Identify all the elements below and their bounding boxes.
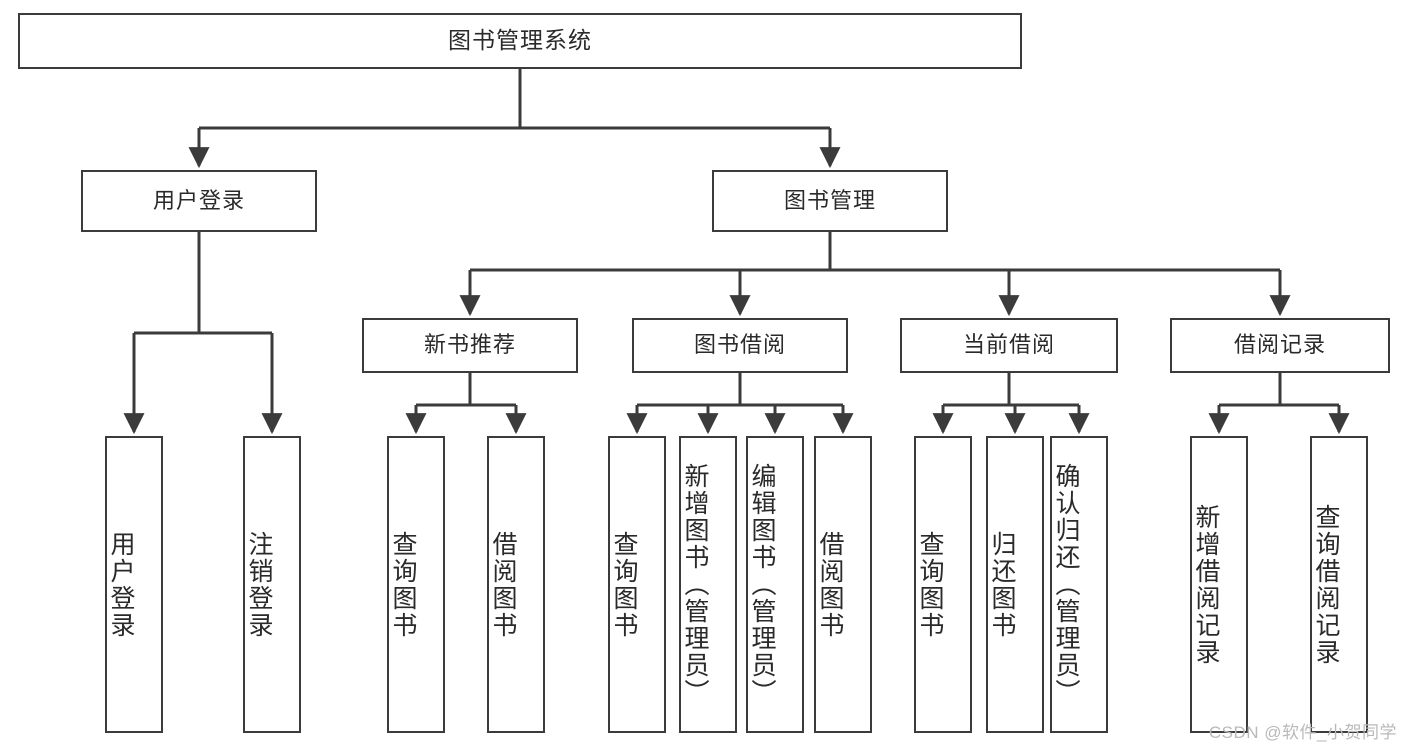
level3-node-book-borrow[interactable]: 图书借阅 [632,318,848,373]
leaf-node-leaf-query-book-1[interactable]: 查询图书 [387,436,445,733]
node-label: 查询图书 [916,530,944,639]
leaf-node-leaf-borrow-book-2[interactable]: 借阅图书 [814,436,872,733]
node-label: 借阅图书 [816,530,844,639]
level3-node-borrow-record[interactable]: 借阅记录 [1170,318,1390,373]
node-label: 注销登录 [245,530,273,639]
node-label: 查询图书 [389,530,417,639]
leaf-node-leaf-return-book[interactable]: 归还图书 [986,436,1044,733]
leaf-node-leaf-add-book[interactable]: 新增图书（管理员） [679,436,737,733]
level2-node-user-login[interactable]: 用户登录 [81,170,317,232]
node-label: 新书推荐 [423,332,516,358]
leaf-node-leaf-confirm-return[interactable]: 确认归还（管理员） [1050,436,1108,733]
node-label: 图书管理系统 [448,27,592,54]
node-label: 归还图书 [988,530,1016,639]
node-label: 查询图书 [610,530,638,639]
leaf-node-leaf-borrow-book-1[interactable]: 借阅图书 [487,436,545,733]
node-label: 借阅图书 [489,530,517,639]
root-node-root[interactable]: 图书管理系统 [18,13,1022,69]
leaf-node-leaf-query-book-3[interactable]: 查询图书 [914,436,972,733]
level2-node-book-manage[interactable]: 图书管理 [712,170,948,232]
node-label: 新增借阅记录 [1192,503,1220,666]
node-label: 借阅记录 [1233,332,1326,358]
node-label: 新增图书（管理员） [681,463,709,706]
leaf-node-leaf-add-record[interactable]: 新增借阅记录 [1190,436,1248,733]
leaf-node-leaf-edit-book[interactable]: 编辑图书（管理员） [746,436,804,733]
leaf-node-leaf-user-login[interactable]: 用户登录 [105,436,163,733]
leaf-node-leaf-query-record[interactable]: 查询借阅记录 [1310,436,1368,733]
node-label: 确认归还（管理员） [1052,463,1080,706]
node-label: 编辑图书（管理员） [748,463,776,706]
node-label: 图书借阅 [693,332,786,358]
node-label: 用户登录 [152,187,245,213]
node-label: 查询借阅记录 [1312,503,1340,666]
node-label: 用户登录 [107,530,135,639]
leaf-node-leaf-query-book-2[interactable]: 查询图书 [608,436,666,733]
level3-node-new-book-rec[interactable]: 新书推荐 [362,318,578,373]
watermark: CSDN @软件_小贺同学 [1208,723,1397,742]
node-label: 图书管理 [783,187,876,213]
level3-node-current-borrow[interactable]: 当前借阅 [900,318,1118,373]
leaf-node-leaf-logout[interactable]: 注销登录 [243,436,301,733]
node-label: 当前借阅 [962,332,1055,358]
